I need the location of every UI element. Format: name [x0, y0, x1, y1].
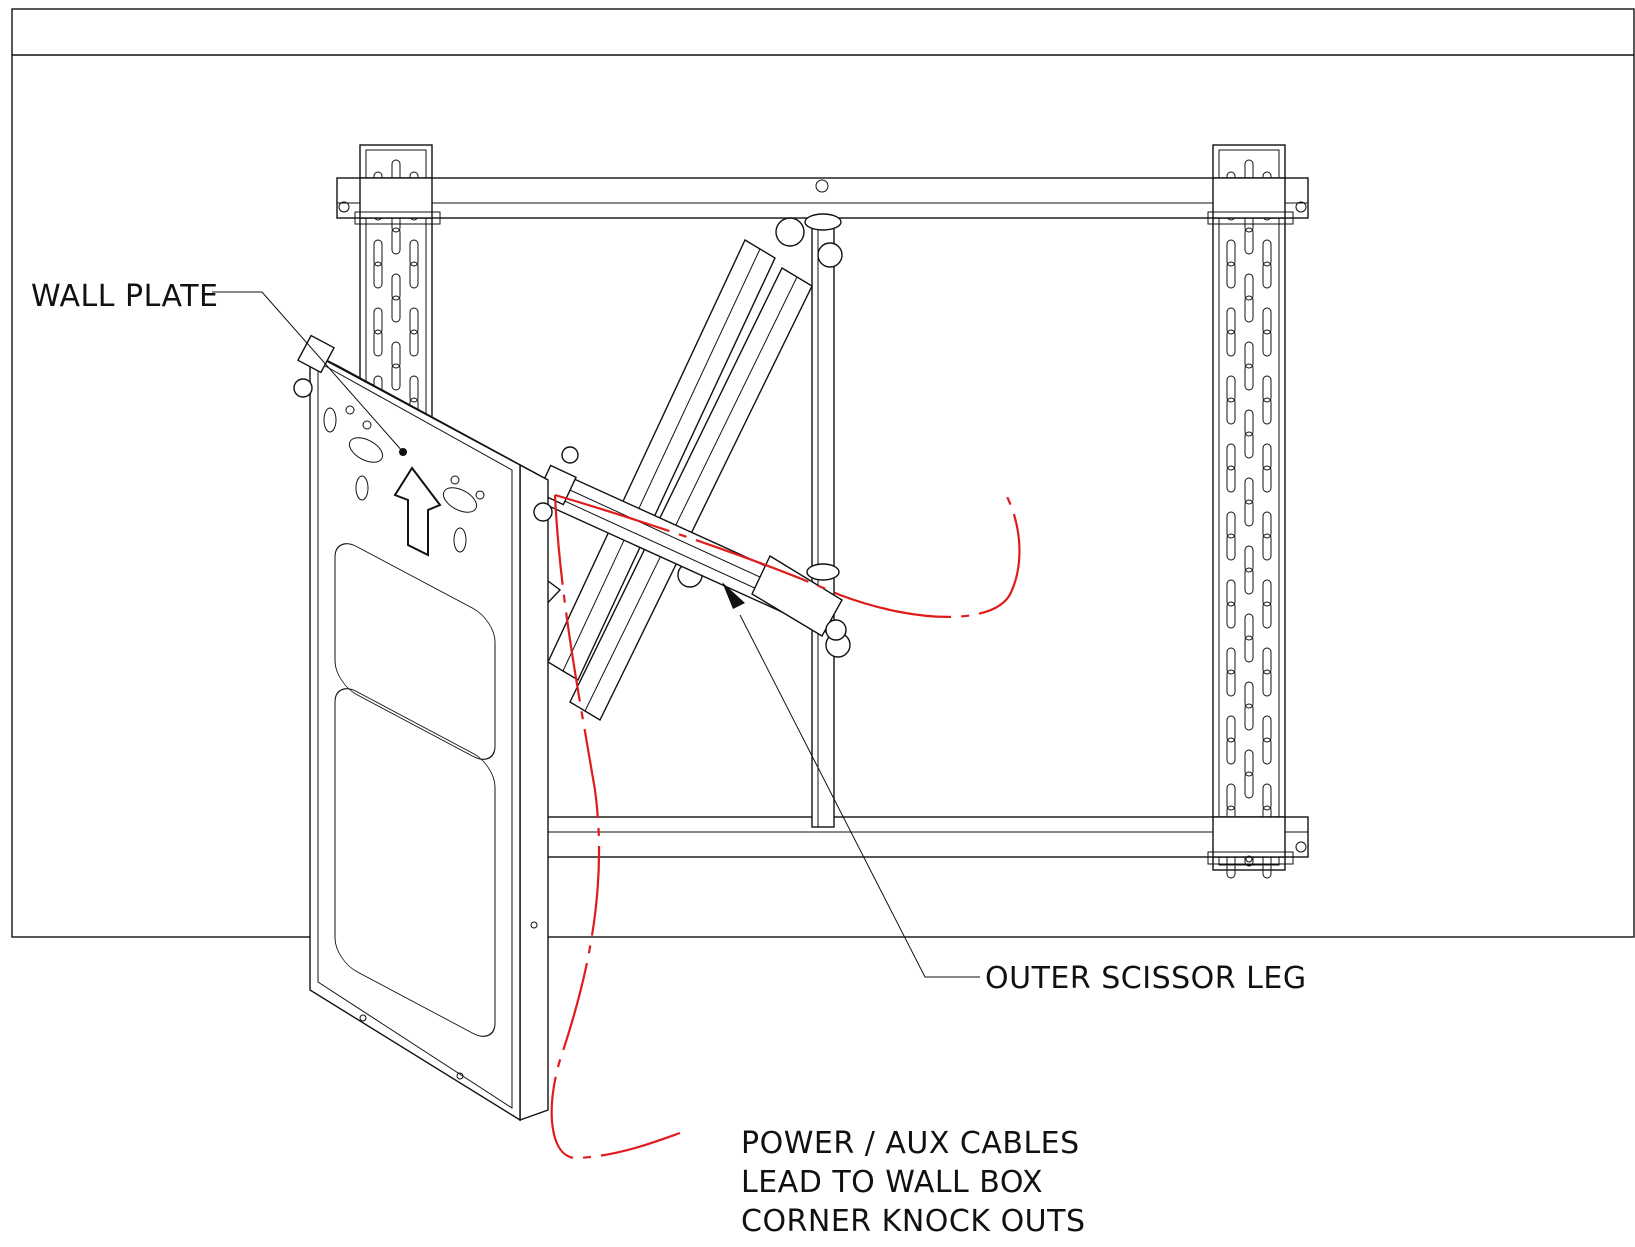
right-tv-bracket [1212, 144, 1286, 879]
bracket-slot [1262, 329, 1272, 357]
bracket-slot [1262, 533, 1272, 561]
bracket-slot [1262, 443, 1272, 471]
bracket-slot [1244, 341, 1254, 369]
bracket-slot [1262, 601, 1272, 629]
bracket-slot [1244, 545, 1254, 573]
bracket-slot [1244, 431, 1254, 459]
bracket-slot [409, 307, 419, 335]
bracket-slot [1244, 409, 1254, 437]
bracket-slot [1226, 715, 1236, 743]
bracket-slot [373, 261, 383, 289]
bracket-slot [1262, 397, 1272, 425]
up-arrow-icon [393, 466, 442, 557]
bracket-slot [1262, 737, 1272, 765]
bracket-slot [373, 239, 383, 267]
bracket-slot [391, 341, 401, 369]
bracket-slot [1244, 227, 1254, 255]
bracket-slot [1244, 703, 1254, 731]
bracket-slot [1226, 511, 1236, 539]
bracket-slot [1226, 465, 1236, 493]
bracket-slot [1226, 579, 1236, 607]
bracket-slot [409, 261, 419, 289]
bracket-slot [1226, 443, 1236, 471]
top-rail [336, 177, 1309, 225]
bracket-slot [1244, 567, 1254, 595]
bracket-slot [1226, 533, 1236, 561]
bracket-slot [1262, 307, 1272, 335]
bracket-slot [1262, 715, 1272, 743]
bracket-slot [1226, 239, 1236, 267]
bracket-slot [1244, 295, 1254, 323]
bracket-slot [391, 363, 401, 391]
bracket-slot [1226, 329, 1236, 357]
bracket-slot [391, 273, 401, 301]
bracket-slot [1226, 783, 1236, 811]
bracket-slot [1226, 737, 1236, 765]
bracket-slot [1262, 579, 1272, 607]
bracket-slot [1244, 749, 1254, 777]
bracket-slot [1262, 647, 1272, 675]
cables-label-line1: POWER / AUX CABLES [741, 1126, 1080, 1161]
display-outline [11, 8, 1635, 938]
bracket-slot [1262, 261, 1272, 289]
leader-lines [212, 291, 980, 978]
bracket-slot [1262, 783, 1272, 811]
bracket-slot [409, 375, 419, 403]
bracket-slot [1226, 647, 1236, 675]
bracket-slot [1244, 363, 1254, 391]
bracket-slot [1262, 669, 1272, 697]
bracket-slot [1244, 681, 1254, 709]
bracket-slot [1262, 465, 1272, 493]
outer-scissor-leg-label: OUTER SCISSOR LEG [985, 961, 1307, 996]
bracket-slot [1244, 273, 1254, 301]
bracket-slot [1226, 307, 1236, 335]
bracket-slot [391, 227, 401, 255]
bracket-slot [409, 239, 419, 267]
cable-path [550, 492, 1021, 1160]
bracket-slot [1262, 375, 1272, 403]
wall-plate-label: WALL PLATE [31, 279, 218, 314]
bracket-slot [1226, 261, 1236, 289]
bracket-slot [1244, 477, 1254, 505]
bracket-slot [1226, 375, 1236, 403]
bracket-slot [1244, 771, 1254, 799]
cables-label-line2: LEAD TO WALL BOX [741, 1165, 1043, 1200]
bracket-slot [1226, 397, 1236, 425]
bracket-slot [1226, 601, 1236, 629]
wall-plate [293, 334, 579, 1122]
bracket-slot [1244, 499, 1254, 527]
bracket-slot [409, 329, 419, 357]
bracket-slot [1262, 511, 1272, 539]
bracket-slot [1262, 239, 1272, 267]
bracket-slot [391, 295, 401, 323]
bracket-slot [373, 307, 383, 335]
bracket-slot [1244, 613, 1254, 641]
center-pole [804, 213, 842, 828]
bracket-slot [1226, 669, 1236, 697]
cables-label-line3: CORNER KNOCK OUTS [741, 1204, 1086, 1239]
bracket-slot [1244, 635, 1254, 663]
bracket-slot [373, 329, 383, 357]
